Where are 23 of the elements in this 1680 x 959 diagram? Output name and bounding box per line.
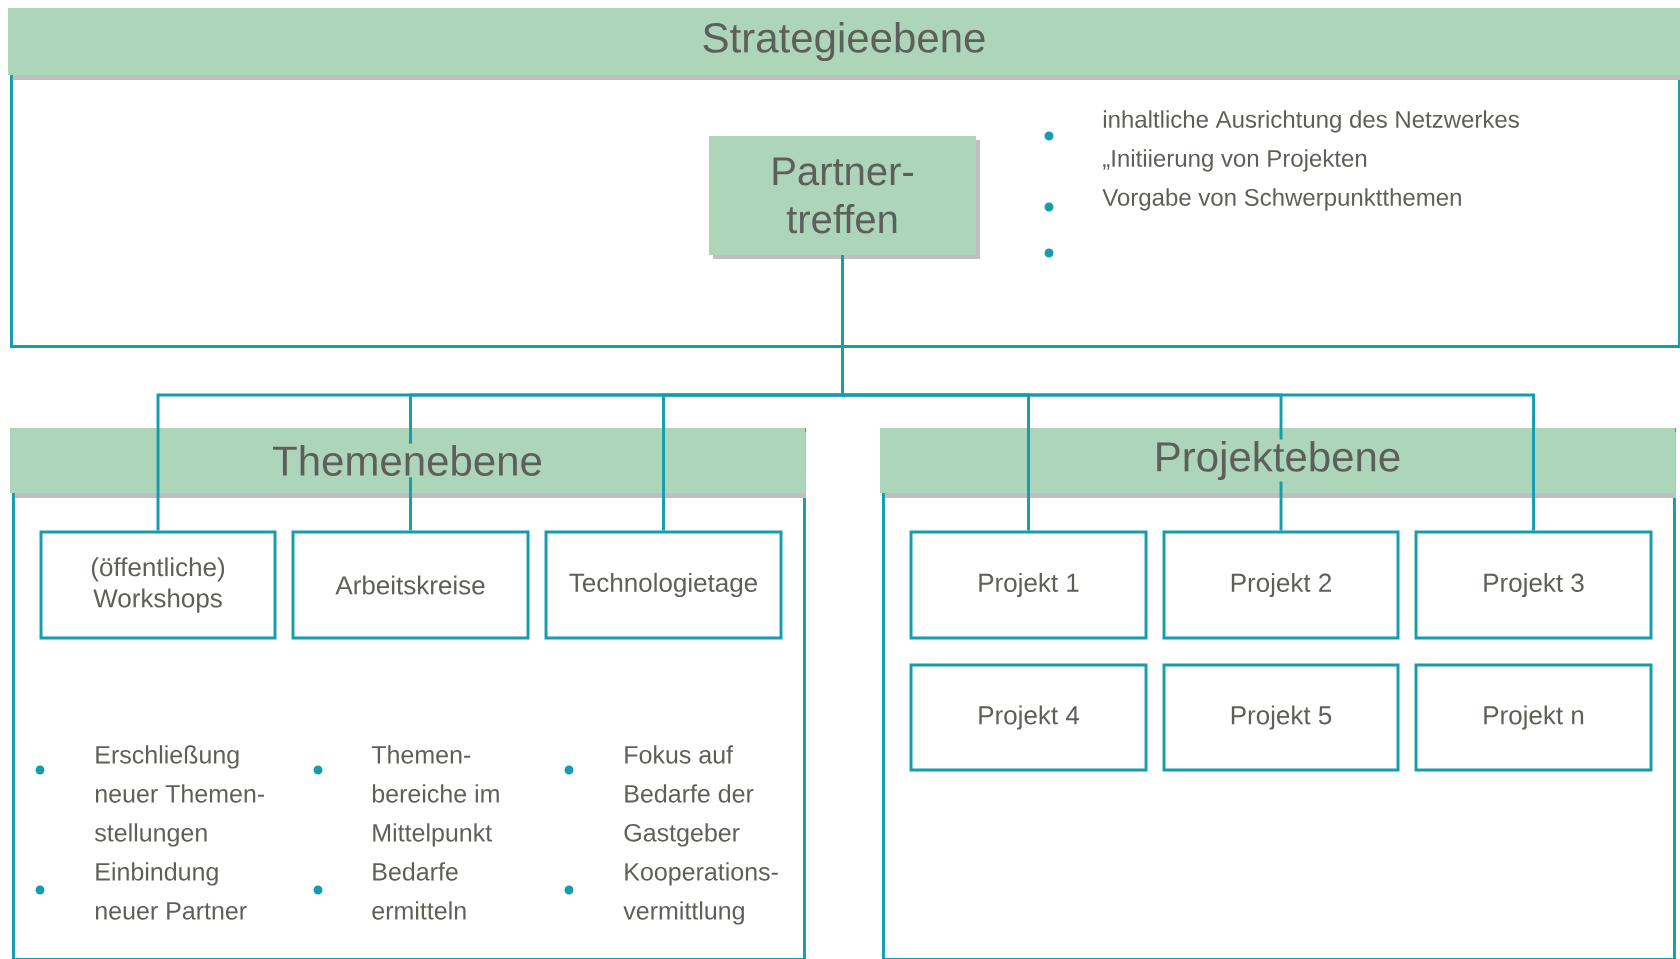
project-box: Projekt 3 xyxy=(1414,530,1653,640)
project-box: Projekt 4 xyxy=(909,663,1148,772)
bullet-text: Fokus auf Bedarfe der Gastgeber xyxy=(624,745,754,847)
bullet-text: Einbindung neuer Partner xyxy=(95,862,247,920)
project-box: Projekt 1 xyxy=(909,530,1148,640)
meeting-box: Partner-treffen xyxy=(709,136,980,259)
bullet-text: Bedarfe ermitteln xyxy=(372,862,466,920)
bullet-text: Themen-bereiche im Mittelpunkt xyxy=(371,745,499,847)
panel-heading: Themenebene xyxy=(266,443,549,478)
topic-box: Technologietage xyxy=(544,530,783,640)
bullet-text: „Initiierung von Projekten xyxy=(1103,149,1367,172)
bullet-text: inhaltliche Ausrichtung des Netzwerkes xyxy=(1103,110,1519,133)
project-box: Projekt n xyxy=(1414,663,1653,772)
bullet-text: Vorgabe von Schwerpunktthemen xyxy=(1102,188,1461,211)
bullet-text: Erschließung neuer Themen-stellungen xyxy=(94,745,265,847)
panel-heading: Projektebene xyxy=(1148,439,1407,482)
project-box: Projekt 5 xyxy=(1162,663,1400,772)
bullet-text: Kooperations-vermittlung xyxy=(623,862,778,925)
panel-heading: Strategieebene xyxy=(696,20,992,63)
project-box: Projekt 2 xyxy=(1162,530,1400,640)
topic-box: (öffentliche) Workshops xyxy=(39,530,277,640)
topic-box: Arbeitskreise xyxy=(291,530,530,640)
connector-line xyxy=(841,255,1535,531)
